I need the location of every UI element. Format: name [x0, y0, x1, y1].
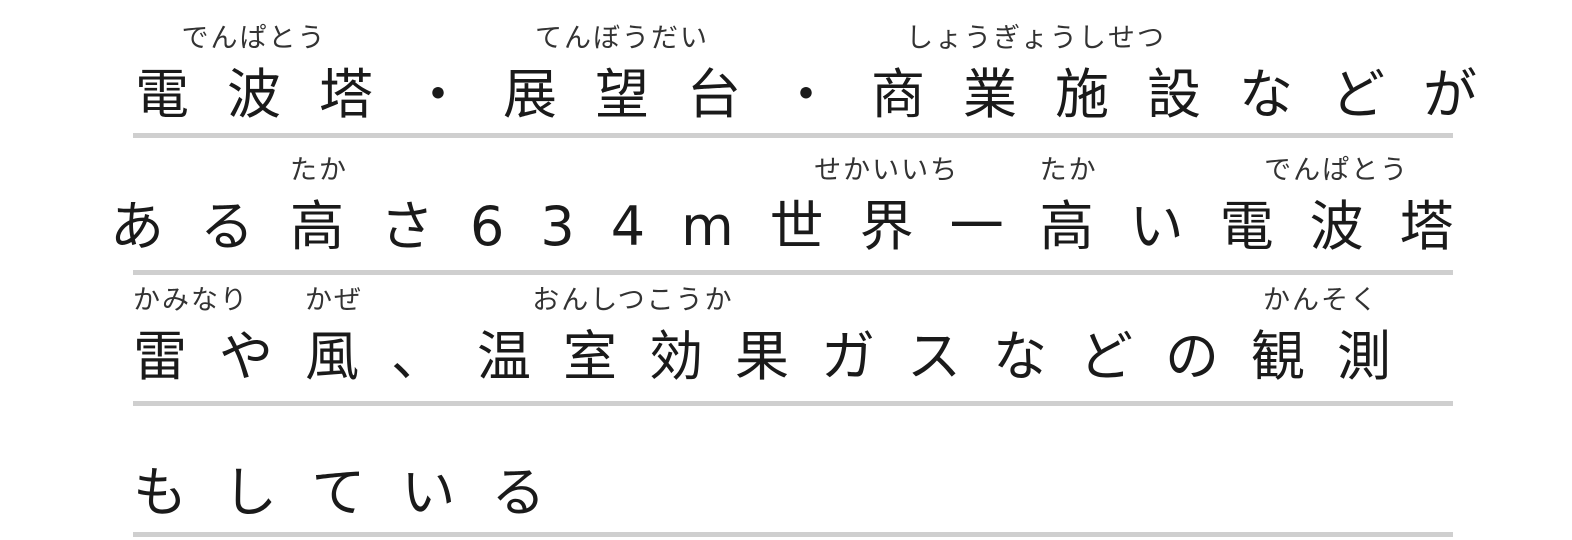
ruby-word: 温室効果 おんしつこうか — [477, 285, 821, 392]
text-segment: さ634m — [380, 192, 770, 262]
ruby-word: 電波塔 でんぱとう — [1219, 155, 1490, 262]
segment-text: 温室効果 — [477, 325, 821, 388]
furigana: かぜ — [305, 285, 363, 316]
text-line-1: 電波塔でんぱとう・展望台てんぼうだい・商業施設しょうぎょうしせつなどが — [135, 20, 1515, 130]
ruby-word: 観測 かんそく — [1251, 285, 1423, 392]
segment-text: ・ — [411, 63, 503, 126]
furigana: せかいいち — [814, 155, 960, 186]
ruby-word: 世界一 せかいいち — [769, 155, 1040, 262]
ruled-line-2 — [133, 270, 1453, 275]
ruled-line-3 — [133, 401, 1453, 406]
segment-text: 世界一 — [769, 195, 1040, 258]
furigana: かんそく — [1263, 285, 1379, 316]
furigana: かみなり — [133, 285, 249, 316]
segment-text: 商業施設 — [871, 63, 1239, 126]
segment-text: 観測 — [1251, 325, 1423, 388]
ruled-line-4 — [133, 532, 1453, 537]
ruby-word: 展望台 てんぼうだい — [503, 23, 779, 130]
furigana: でんぱとう — [181, 23, 327, 54]
segment-text: ・ — [779, 63, 871, 126]
segment-text: 展望台 — [503, 63, 779, 126]
furigana: しょうぎょうしせつ — [906, 23, 1166, 54]
segment-text: い — [1129, 195, 1220, 258]
segment-text: もしている — [133, 461, 582, 524]
segment-text: 高 — [1039, 195, 1130, 258]
text-segment: などが — [1239, 60, 1515, 130]
text-segment: ある — [110, 192, 290, 262]
segment-text: ガスなどの — [821, 325, 1251, 388]
text-segment: ・ — [779, 60, 871, 130]
segment-text: 風 — [305, 325, 391, 388]
furigana: でんぱとう — [1264, 155, 1410, 186]
segment-text: 、 — [391, 325, 477, 388]
ruby-word: 電波塔 でんぱとう — [135, 23, 411, 130]
furigana: おんしつこうか — [532, 285, 734, 316]
furigana: たか — [290, 155, 348, 186]
segment-text: 雷 — [133, 325, 219, 388]
segment-text: などが — [1239, 63, 1515, 126]
text-segment: い — [1130, 192, 1220, 262]
furigana: たか — [1039, 155, 1098, 186]
ruled-line-1 — [133, 133, 1453, 138]
segment-text: 電波塔 — [135, 63, 411, 126]
text-segment: ガスなどの — [821, 322, 1251, 392]
ruby-word: 高たか — [290, 155, 380, 262]
segment-text: 電波塔 — [1219, 195, 1490, 258]
text-segment: もしている — [133, 458, 581, 528]
ruby-word: 商業施設 しょうぎょうしせつ — [871, 23, 1239, 130]
text-segment: 、 — [391, 322, 477, 392]
segment-text: 高 — [290, 195, 380, 258]
ruby-word: 高たか — [1039, 155, 1130, 262]
segment-text: さ634m — [380, 195, 770, 258]
text-line-4: もしている — [133, 418, 581, 528]
segment-text: や — [219, 325, 305, 388]
furigana: てんぼうだい — [535, 23, 709, 54]
ruby-word: 風かぜ — [305, 285, 391, 392]
text-segment: や — [219, 322, 305, 392]
text-segment: ・ — [411, 60, 503, 130]
text-line-3: 雷 かみなりや風 かぜ、温室効果 おんしつこうかガスなどの観測 かんそく — [133, 282, 1423, 392]
ruby-word: 雷かみなり — [133, 285, 247, 392]
segment-text: ある — [110, 195, 290, 258]
